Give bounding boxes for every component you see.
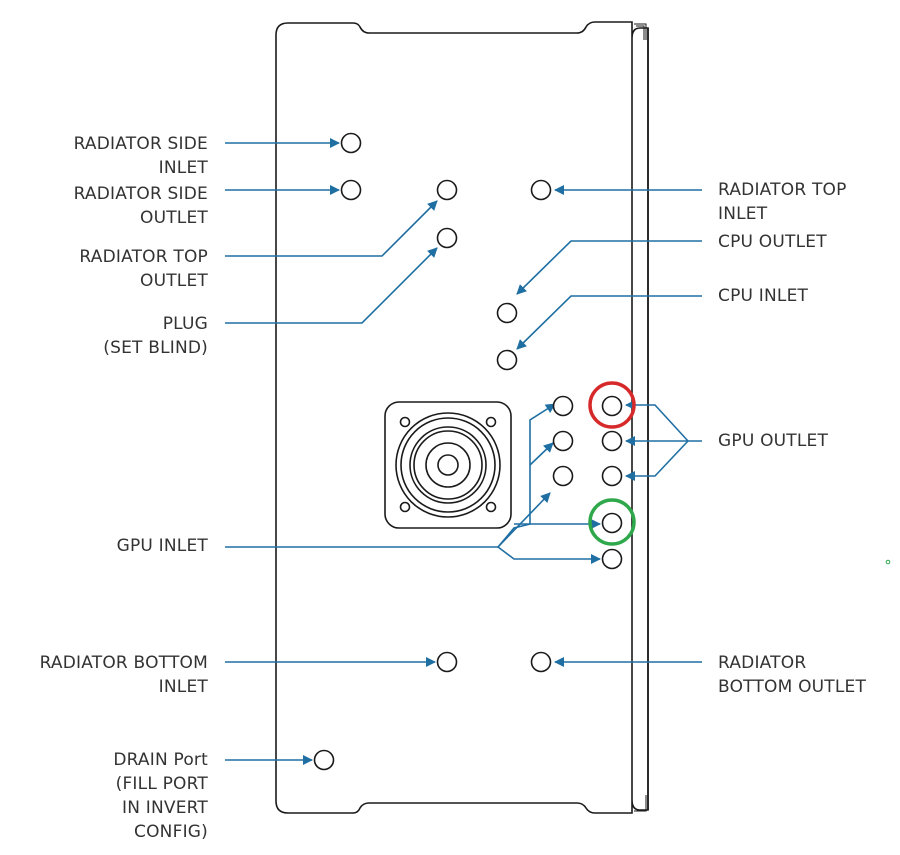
label-cpu-inlet: CPU INLET <box>718 286 809 306</box>
label-radiator-bottom-inlet: RADIATOR BOTTOM INLET <box>39 653 208 697</box>
label-radiator-top-outlet: RADIATOR TOP OUTLET <box>79 247 208 291</box>
arrow-cpu-outlet <box>516 240 702 295</box>
label-radiator-side-outlet: RADIATOR SIDE OUTLET <box>73 184 208 228</box>
port-gpu-outlet-mid <box>601 430 623 452</box>
label-gpu-outlet: GPU OUTLET <box>718 431 829 451</box>
port-gpu-outlet-top <box>601 395 623 417</box>
port-cpu-inlet <box>496 349 518 371</box>
port-radiator-bottom-outlet <box>530 651 552 673</box>
port-gpu-inlet-upper <box>601 512 623 534</box>
port-gpu-inlet-lower <box>601 548 623 570</box>
highlight-ring-green <box>588 498 636 546</box>
port-gpu-inlet-3 <box>552 465 574 487</box>
label-drain-port: DRAIN Port (FILL PORT IN INVERT CONFIG) <box>113 750 208 842</box>
arrow-radiator-top-outlet <box>225 200 438 257</box>
stray-dot <box>885 559 891 565</box>
label-cpu-outlet: CPU OUTLET <box>718 232 827 252</box>
port-radiator-top-inlet <box>530 179 552 201</box>
port-radiator-bottom-inlet <box>436 651 458 673</box>
label-radiator-side-inlet: RADIATOR SIDE INLET <box>73 134 208 178</box>
port-cpu-outlet <box>496 302 518 324</box>
port-gpu-outlet-bottom <box>601 465 623 487</box>
port-gpu-inlet-1 <box>552 395 574 417</box>
label-plug: PLUG (SET BLIND) <box>103 314 208 358</box>
highlight-ring-red <box>588 381 636 429</box>
arrow-gpu-inlet <box>225 403 601 564</box>
arrow-plug <box>225 247 438 324</box>
arrow-gpu-outlet <box>625 400 702 481</box>
port-radiator-side-inlet <box>340 132 362 154</box>
enclosure-outline <box>275 21 649 814</box>
port-plug <box>436 227 458 249</box>
label-radiator-bottom-outlet: RADIATOR BOTTOM OUTLET <box>718 653 867 697</box>
arrow-cpu-inlet <box>516 295 702 350</box>
pump-icon <box>384 401 512 529</box>
label-gpu-inlet: GPU INLET <box>116 536 208 556</box>
port-radiator-top-outlet <box>436 179 458 201</box>
label-radiator-top-inlet: RADIATOR TOP INLET <box>718 180 847 224</box>
port-drain <box>313 749 335 771</box>
port-radiator-side-outlet <box>340 179 362 201</box>
port-gpu-inlet-2 <box>552 430 574 452</box>
